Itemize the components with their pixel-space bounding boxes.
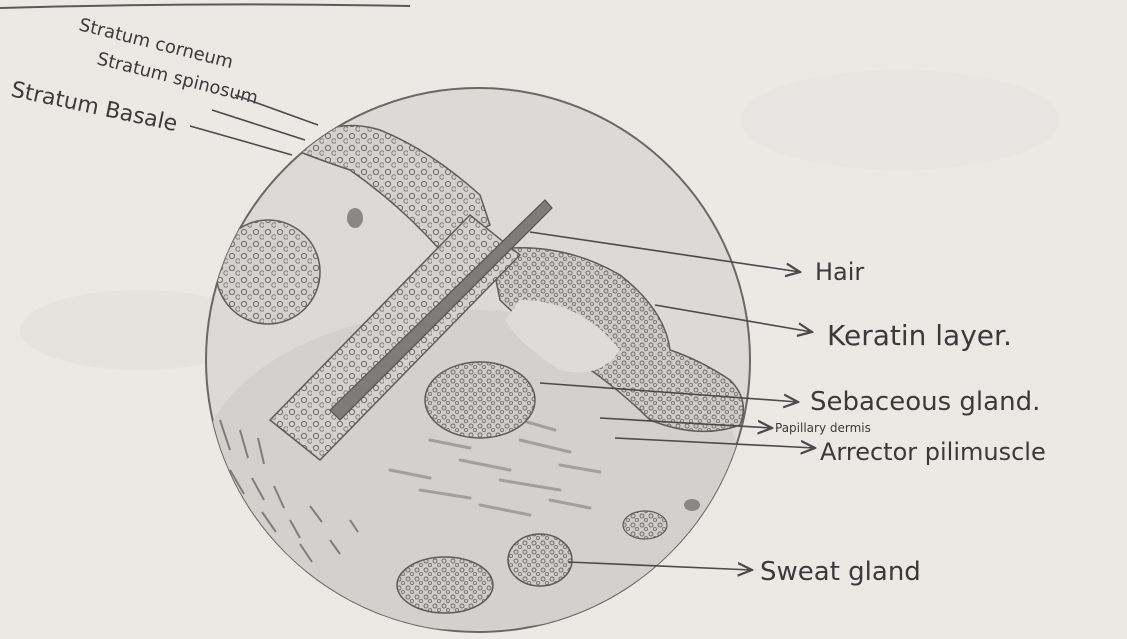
label-papillary-dermis: Papillary dermis — [775, 421, 871, 435]
sebaceous-gland-shape — [425, 362, 535, 438]
sweat-gland-shape — [508, 534, 572, 586]
label-keratin-layer: Keratin layer. — [827, 319, 1012, 352]
label-hair: Hair — [815, 258, 864, 286]
label-stratum-basale: Stratum Basale — [9, 77, 180, 137]
label-arrector-pili-muscle: Arrector pilimuscle — [820, 438, 1046, 466]
label-sebaceous-gland: Sebaceous gland. — [810, 387, 1040, 417]
right-labels: Hair Keratin layer. Sebaceous gland. Pap… — [760, 258, 1046, 587]
label-sweat-gland: Sweat gland — [760, 557, 921, 587]
leader-line — [235, 95, 318, 125]
left-labels: Stratum corneum Stratum spinosum Stratum… — [9, 14, 318, 155]
sweat-gland-shape — [397, 557, 493, 613]
